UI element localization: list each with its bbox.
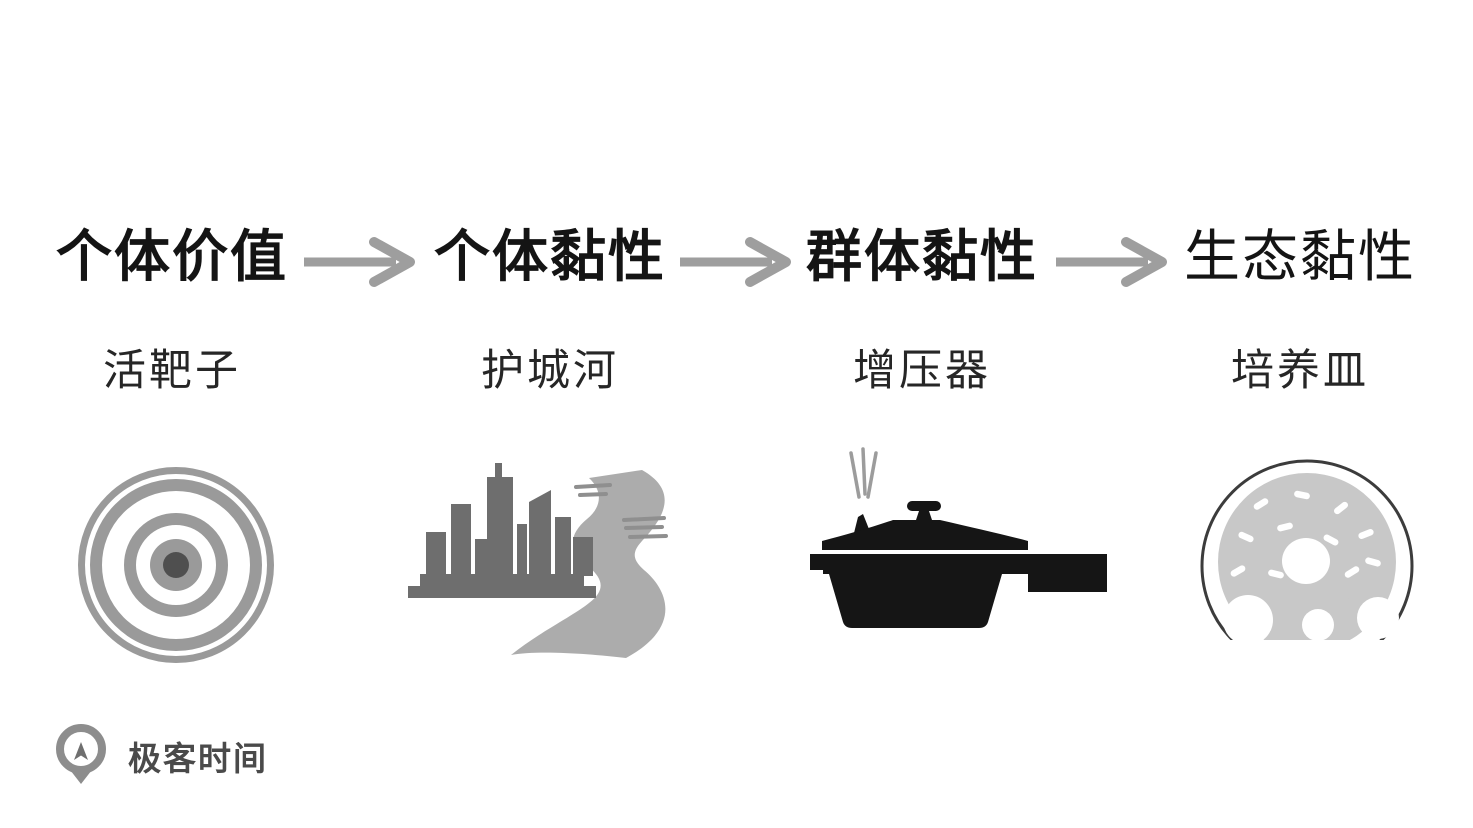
flow-arrow-icon [1056, 237, 1167, 287]
stage-sublabel-supercharger: 增压器 [853, 348, 991, 395]
stage-heading-individual-stickiness: 个体黏性 [434, 227, 666, 289]
geektime-logo-icon [56, 724, 106, 784]
flow-arrow-icon [304, 237, 415, 287]
petri-dish-donut-icon [1200, 459, 1414, 680]
stage-sublabel-petri-dish: 培养皿 [1231, 348, 1369, 395]
stage-heading-ecosystem-stickiness: 生态黏性 [1184, 227, 1416, 289]
stage-sublabel-live-target: 活靶子 [103, 348, 241, 395]
stage-heading-group-stickiness: 群体黏性 [806, 227, 1038, 289]
stage-heading-individual-value: 个体价值 [56, 227, 288, 289]
brand-footer: 极客时间 [52, 722, 268, 790]
bullseye-target-icon [78, 467, 274, 663]
stage-sublabel-moat: 护城河 [481, 348, 619, 395]
pressure-cooker-icon [810, 447, 1107, 628]
brand-name: 极客时间 [128, 740, 268, 777]
city-moat-river-icon [408, 463, 668, 658]
flow-arrow-icon [680, 237, 791, 287]
